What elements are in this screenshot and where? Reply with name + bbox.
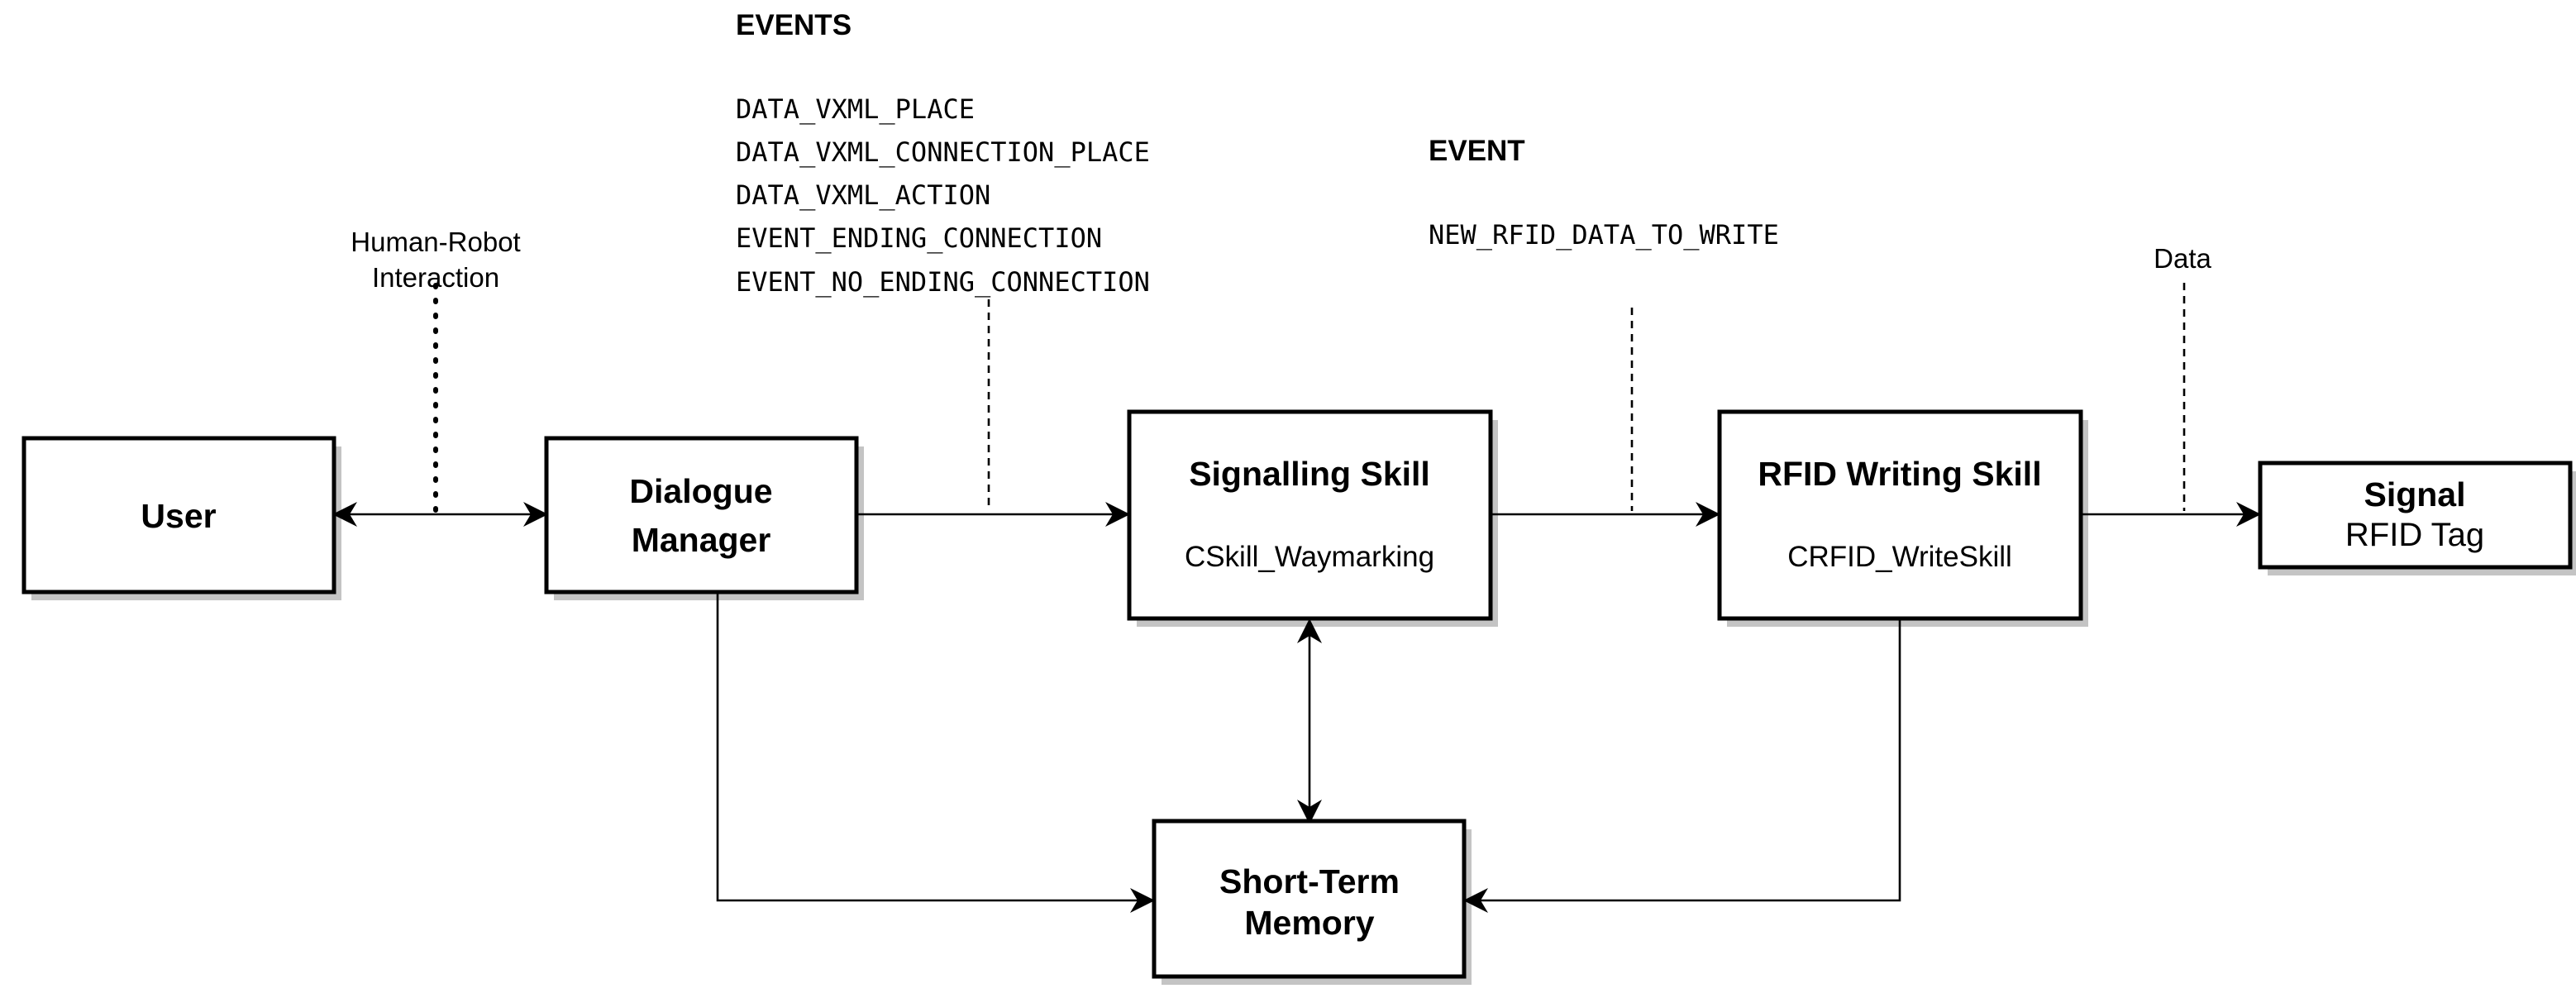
short-term-memory-line2: Memory xyxy=(1244,904,1374,942)
rfid-writing-skill-box: RFID Writing Skill CRFID_WriteSkill xyxy=(1717,409,2083,621)
events-annotation: EVENTS DATA_VXML_PLACE DATA_VXML_CONNECT… xyxy=(736,9,1150,298)
events-heading: EVENTS xyxy=(736,9,852,41)
connectors xyxy=(332,502,2261,913)
dialogue-manager-line2: Manager xyxy=(632,521,771,559)
user-label: User xyxy=(141,497,216,535)
dm-memory-arrow xyxy=(716,593,1155,913)
signalling-skill-title: Signalling Skill xyxy=(1189,455,1430,493)
event-annotation: EVENT NEW_RFID_DATA_TO_WRITE xyxy=(1429,135,1779,251)
human-robot-annotation: Human-Robot Interaction xyxy=(351,227,520,293)
human-robot-line1: Human-Robot xyxy=(351,227,520,257)
dialogue-manager-line1: Dialogue xyxy=(629,472,772,510)
data-annotation: Data xyxy=(2154,243,2211,274)
events-item-5: EVENT_NO_ENDING_CONNECTION xyxy=(736,266,1150,298)
dialogue-manager-box: Dialogue Manager xyxy=(544,436,859,595)
signal-box: Signal RFID Tag xyxy=(2258,461,2573,570)
event-item: NEW_RFID_DATA_TO_WRITE xyxy=(1429,219,1779,251)
events-item-2: DATA_VXML_CONNECTION_PLACE xyxy=(736,136,1150,168)
short-term-memory-line1: Short-Term xyxy=(1219,862,1400,900)
annotation-leaders xyxy=(433,283,2186,513)
user-box: User xyxy=(21,436,336,595)
events-item-3: DATA_VXML_ACTION xyxy=(736,179,990,211)
rfid-writing-skill-subtitle: CRFID_WriteSkill xyxy=(1787,541,2012,573)
short-term-memory-box: Short-Term Memory xyxy=(1152,819,1467,979)
rfid-memory-arrow xyxy=(1463,619,1901,913)
event-heading: EVENT xyxy=(1429,135,1525,167)
rfid-writing-skill-title: RFID Writing Skill xyxy=(1758,455,2041,493)
signalling-skill-box: Signalling Skill CSkill_Waymarking xyxy=(1127,409,1493,621)
human-robot-line2: Interaction xyxy=(372,262,499,293)
events-item-4: EVENT_ENDING_CONNECTION xyxy=(736,222,1102,254)
data-label: Data xyxy=(2154,243,2211,274)
signal-title: Signal xyxy=(2364,475,2465,513)
signalling-skill-subtitle: CSkill_Waymarking xyxy=(1185,541,1434,573)
signal-subtitle: RFID Tag xyxy=(2345,517,2484,553)
events-item-1: DATA_VXML_PLACE xyxy=(736,93,975,125)
